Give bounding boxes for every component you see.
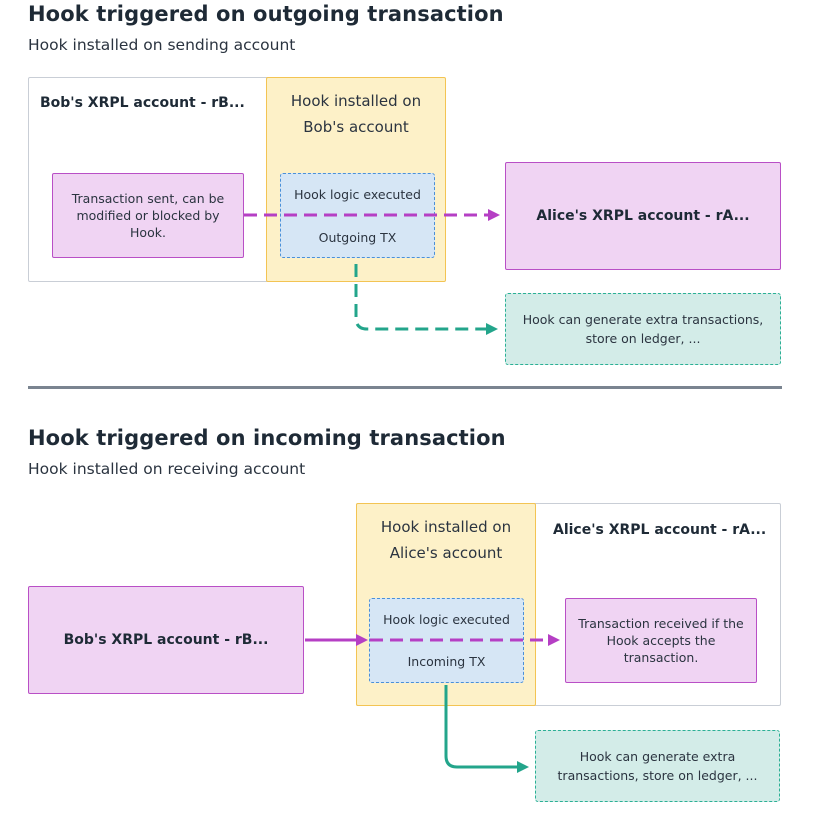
outgoing-section-subtitle: Hook installed on sending account [28, 36, 296, 54]
hook-title-bob: Hook installed on Bob's account [290, 92, 422, 136]
sender-account-box-incoming: Bob's XRPL account - rB... [28, 586, 304, 694]
extra-transactions-text-outgoing: Hook can generate extra transactions, st… [522, 312, 764, 346]
hook-title-alice: Hook installed on Alice's account [380, 518, 512, 562]
incoming-section-title: Hook triggered on incoming transaction [28, 426, 506, 450]
extra-transactions-box-outgoing: Hook can generate extra transactions, st… [505, 293, 781, 365]
sender-account-label-incoming: Bob's XRPL account - rB... [63, 632, 269, 648]
sent-transaction-text: Transaction sent, can be modified or blo… [71, 191, 225, 240]
extra-transactions-box-incoming: Hook can generate extra transactions, st… [535, 730, 780, 802]
incoming-tx-label: Incoming TX [407, 654, 486, 669]
outgoing-side-effect-arrowhead [486, 323, 498, 335]
extra-transactions-text-incoming: Hook can generate extra transactions, st… [557, 749, 758, 783]
received-transaction-text: Transaction received if the Hook accepts… [578, 616, 744, 665]
hook-logic-box-outgoing: Hook logic executed Outgoing TX [280, 173, 435, 258]
sent-transaction-box: Transaction sent, can be modified or blo… [52, 173, 244, 258]
sender-account-label: Bob's XRPL account - rB... [40, 95, 245, 111]
receiver-account-label-incoming: Alice's XRPL account - rA... [553, 522, 767, 538]
hook-logic-label-outgoing: Hook logic executed [294, 187, 421, 202]
incoming-side-effect-arrowhead [517, 761, 529, 773]
receiver-account-label-outgoing: Alice's XRPL account - rA... [536, 208, 750, 224]
hook-logic-label-incoming: Hook logic executed [383, 612, 510, 627]
incoming-section-subtitle: Hook installed on receiving account [28, 460, 306, 478]
outgoing-tx-label: Outgoing TX [318, 230, 397, 245]
outgoing-section-title: Hook triggered on outgoing transaction [28, 2, 504, 26]
outgoing-tx-arrowhead [488, 209, 500, 221]
section-divider [28, 386, 782, 389]
hook-logic-box-incoming: Hook logic executed Incoming TX [369, 598, 524, 683]
receiver-account-box-outgoing: Alice's XRPL account - rA... [505, 162, 781, 270]
received-transaction-box: Transaction received if the Hook accepts… [565, 598, 757, 683]
